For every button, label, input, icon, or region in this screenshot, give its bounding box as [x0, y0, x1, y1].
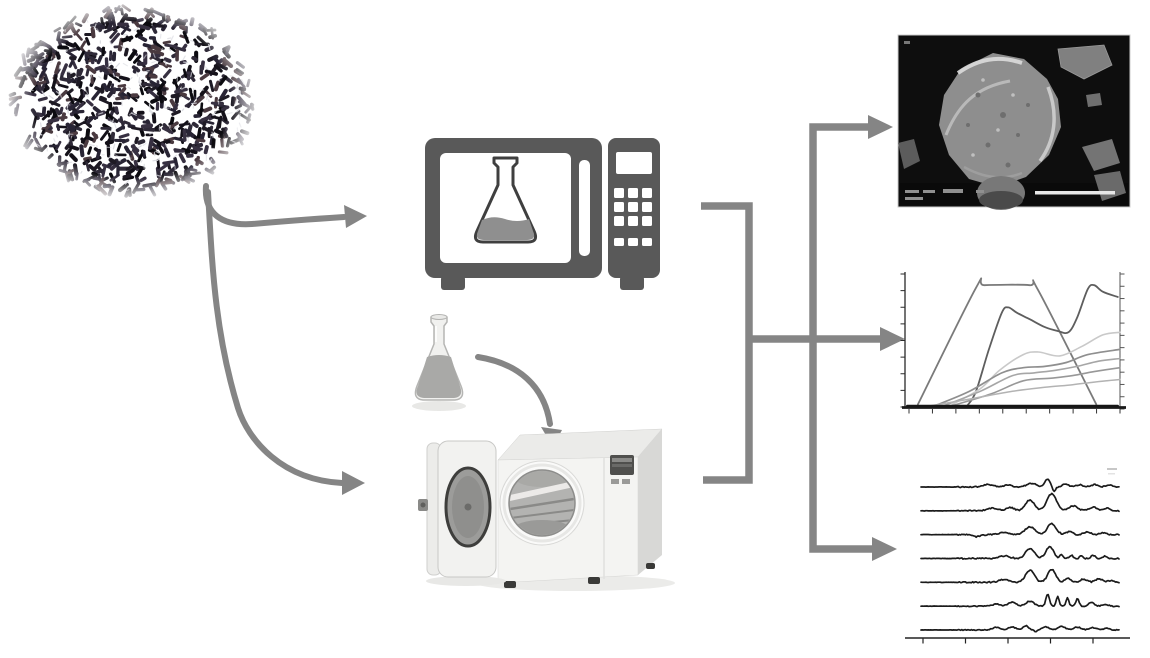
autoclave-icon: [418, 428, 675, 591]
sem-ridge-2: [944, 79, 1011, 136]
series-curve-gray-1: [934, 348, 1121, 407]
sem-main-particle: [939, 53, 1061, 187]
arrow-rice-to-microwave-head: [344, 205, 367, 228]
series-curve-gray-4: [930, 378, 1121, 407]
arrow-to-pasting-chart-head: [880, 327, 905, 351]
spectra-axis: [905, 637, 1130, 644]
microwave-handle: [579, 160, 590, 256]
spectra-legend-smudge: [1107, 468, 1117, 470]
spectra-trace-5: [920, 568, 1120, 584]
sem-shard-left: [898, 139, 920, 169]
door-shadow: [426, 576, 506, 586]
sem-image: [897, 34, 1131, 210]
connector-bracket: [701, 202, 753, 484]
arrow-to-spectra-head: [872, 537, 897, 561]
microwave-foot-right: [620, 276, 644, 290]
spectra-trace-1: [920, 478, 1120, 493]
arrow-rice-to-autoclave-head: [342, 471, 365, 495]
arrow-rice-to-autoclave: [205, 189, 345, 486]
flask-in-microwave-liquid: [476, 217, 535, 240]
autoclave-side-face: [638, 429, 662, 575]
spectra-chart: [905, 468, 1130, 644]
pasting-chart-axes: [900, 272, 1126, 414]
chamber-seal: [502, 463, 582, 543]
arrow-rice-to-microwave: [202, 183, 347, 228]
series-viscosity-curve: [966, 283, 1119, 407]
microwave-foot-left: [441, 276, 465, 290]
flask-mouth: [430, 314, 448, 320]
sem-blob-bottom-shade: [979, 191, 1023, 209]
sem-mark-topleft: [904, 41, 910, 44]
autoclave-button-1: [611, 479, 619, 484]
autoclave-top-face: [497, 428, 663, 461]
flow-arrows: [202, 183, 367, 495]
spectra-trace-2: [920, 492, 1120, 513]
pasting-curves-chart: [900, 272, 1126, 414]
flask-in-microwave-icon: [474, 156, 537, 244]
series-curve-light-gray: [951, 331, 1121, 406]
arrow-flask-to-autoclave: [475, 354, 562, 447]
spectra-legend-smudge-2: [1108, 473, 1115, 475]
arrow-flask-to-autoclave-line: [475, 354, 553, 427]
autoclave-display-line1: [612, 458, 632, 462]
sem-speckles: [966, 78, 1030, 168]
flask-liquid: [416, 355, 462, 398]
door-center-dot: [464, 503, 472, 511]
pasting-chart-series: [906, 277, 1121, 408]
sem-shard-right-low: [1082, 139, 1120, 171]
autoclave-door: [418, 440, 506, 586]
rice-sample-image: [0, 0, 266, 206]
autoclave-display-line2: [612, 464, 632, 467]
autoclave-foot-1: [504, 581, 516, 588]
chamber-trays: [510, 471, 574, 535]
sem-shard-right-mid: [1086, 93, 1102, 107]
autoclave-button-2: [622, 479, 630, 484]
series-curve-gray-3: [951, 366, 1121, 407]
spectra-trace-7: [920, 624, 1120, 633]
autoclave-foot-3: [646, 563, 655, 569]
sem-ridge-4: [963, 165, 1023, 179]
flask-icon: [412, 314, 466, 411]
series-temperature-profile: [917, 277, 1098, 406]
microwave-display: [616, 152, 652, 174]
series-curve-gray-2: [942, 357, 1121, 407]
spectra-trace-4: [920, 545, 1120, 560]
autoclave-foot-2: [588, 577, 600, 584]
sem-metadata-smudges: [905, 189, 984, 200]
connector: [701, 115, 905, 561]
sem-scale-bar: [1035, 191, 1115, 195]
arrow-to-sem-head: [868, 115, 893, 139]
sem-ridge-3: [1038, 86, 1056, 163]
rice-edge-fade: [0, 0, 266, 206]
spectra-trace-3: [920, 522, 1120, 539]
sem-ridge-1: [956, 56, 1023, 75]
flask-shadow: [412, 401, 466, 411]
sem-shard-topright: [1057, 44, 1113, 80]
spectra-traces: [920, 478, 1120, 633]
connector-vertical: [809, 123, 874, 553]
door-latch-dot: [420, 502, 426, 508]
microwave-keypad: [614, 188, 652, 246]
microwave-icon: [425, 138, 660, 290]
spectra-trace-6: [920, 593, 1120, 608]
